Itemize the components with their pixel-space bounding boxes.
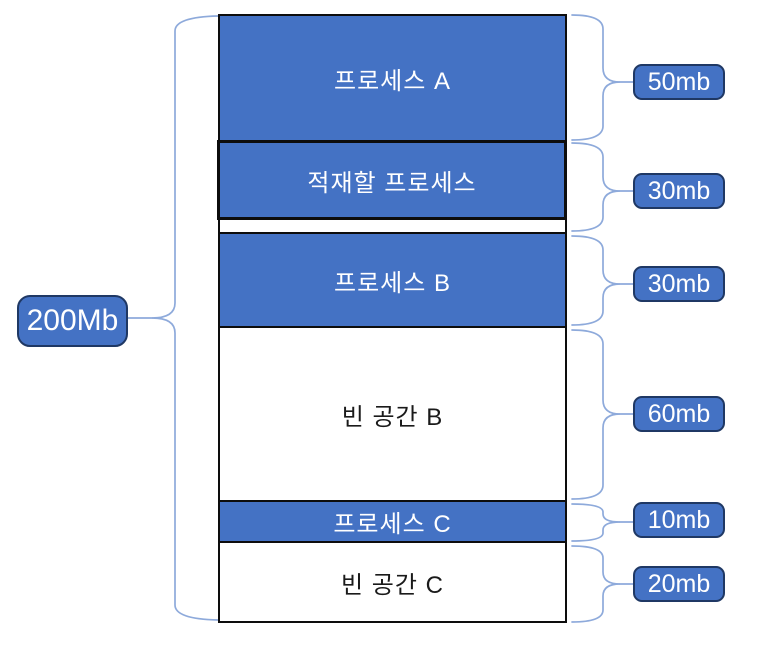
size-label: 20mb: [647, 569, 711, 598]
size-badge-process-b: 30mb: [633, 266, 725, 302]
brace-process-c: [571, 503, 621, 542]
brace-free-space-b: [571, 329, 621, 500]
total-memory-label: 200Mb: [26, 304, 119, 337]
brace-process-a: [571, 14, 621, 141]
size-badge-free-space-c: 20mb: [633, 566, 725, 602]
size-badge-load-process: 30mb: [633, 173, 725, 209]
memory-block-process-a: 프로세스 A: [218, 14, 567, 142]
block-label: 프로세스 C: [333, 511, 452, 538]
block-label: 프로세스 B: [334, 269, 451, 297]
block-label: 빈 공간 C: [341, 571, 444, 599]
memory-gap: [218, 218, 567, 234]
memory-block-free-space-c: 빈 공간 C: [218, 541, 567, 623]
brace-total-memory: [151, 15, 219, 621]
size-label: 30mb: [647, 176, 711, 205]
memory-block-process-c: 프로세스 C: [218, 500, 567, 543]
size-label: 50mb: [647, 67, 711, 96]
total-memory-badge: 200Mb: [17, 295, 128, 347]
block-label: 적재할 프로세스: [307, 169, 477, 197]
memory-block-process-b: 프로세스 B: [218, 232, 567, 328]
size-label: 10mb: [647, 505, 711, 534]
block-label: 빈 공간 B: [341, 403, 444, 431]
size-label: 30mb: [647, 269, 711, 298]
memory-block-free-space-b: 빈 공간 B: [218, 326, 567, 502]
brace-load-process: [571, 142, 621, 232]
size-badge-process-a: 50mb: [633, 64, 725, 100]
brace-process-b: [571, 235, 621, 326]
brace-free-space-c: [571, 545, 621, 623]
size-badge-process-c: 10mb: [633, 502, 725, 538]
block-label: 프로세스 A: [334, 67, 451, 95]
memory-block-load-process: 적재할 프로세스: [217, 140, 567, 220]
size-label: 60mb: [647, 399, 711, 428]
size-badge-free-space-b: 60mb: [633, 396, 725, 432]
